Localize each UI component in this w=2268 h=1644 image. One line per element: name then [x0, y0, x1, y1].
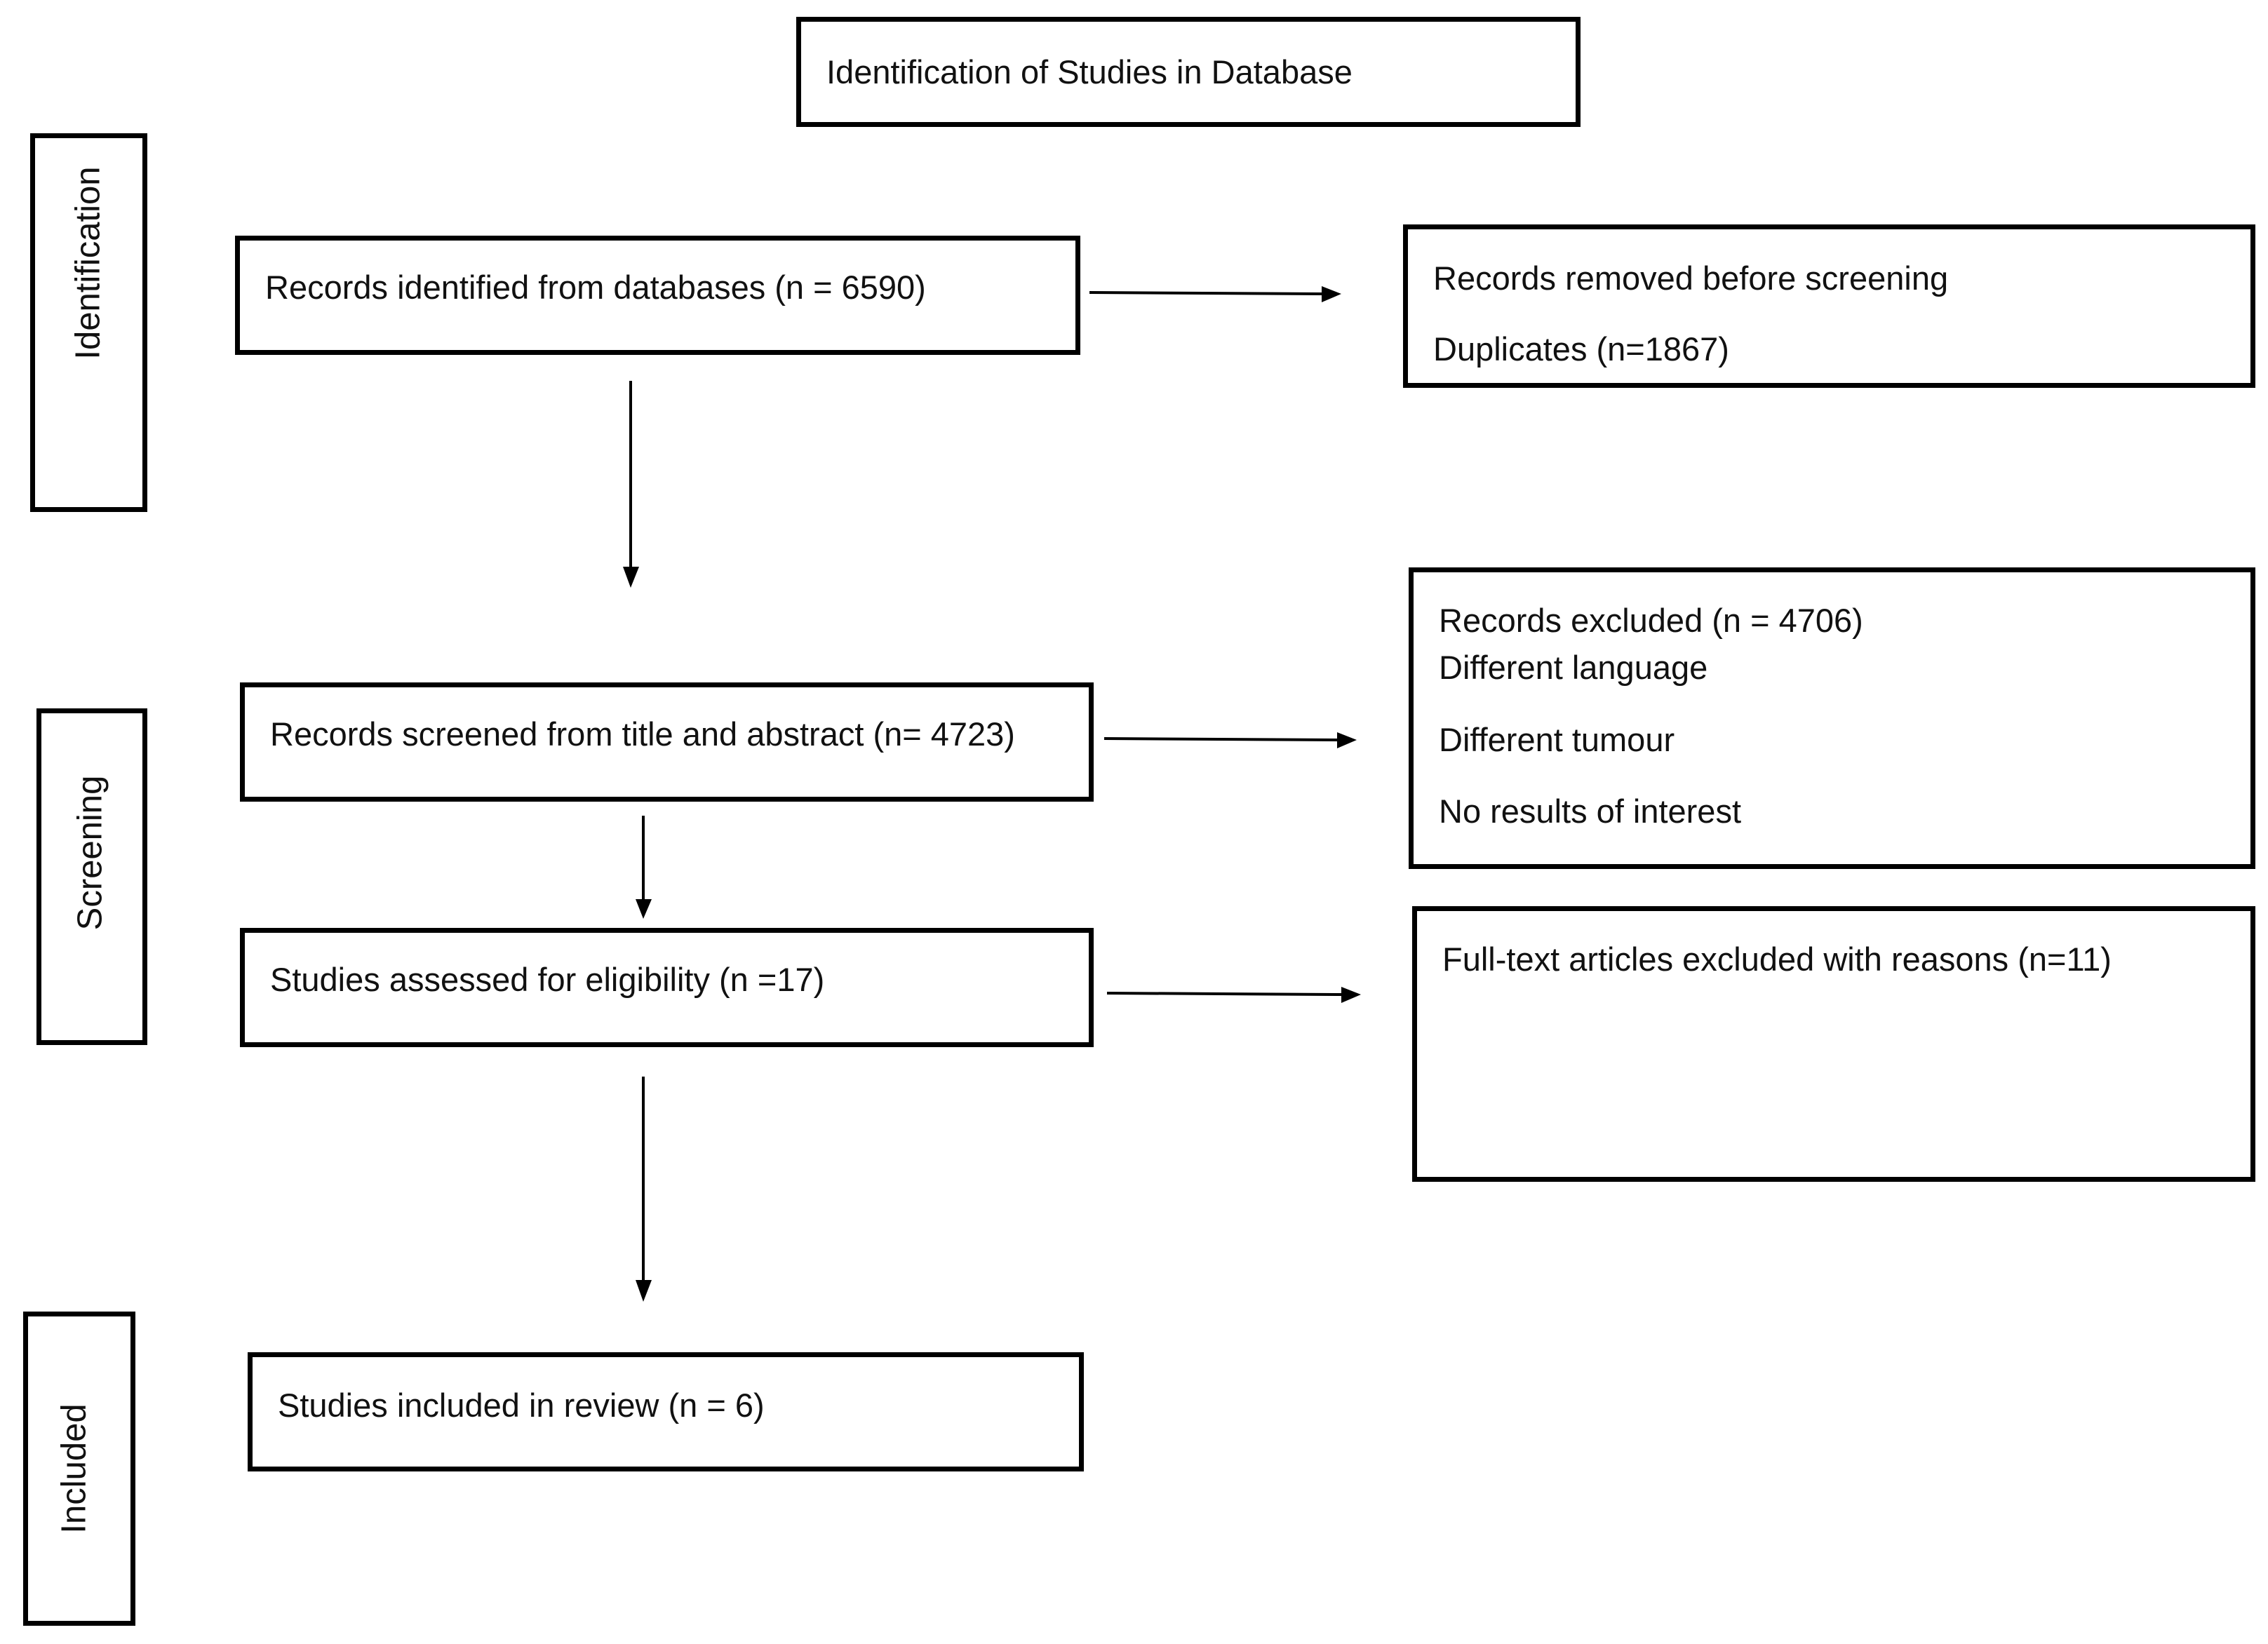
included-review-box: Studies included in review (n = 6): [248, 1352, 1084, 1471]
title-box: Identification of Studies in Database: [796, 17, 1581, 127]
arrow-identified-to-screened-head: [623, 567, 639, 588]
records-removed-box: Records removed before screening Duplica…: [1403, 224, 2255, 388]
arrow-screened-to-excluded: [1103, 737, 1339, 741]
records-screened-box: Records screened from title and abstract…: [240, 682, 1094, 802]
fulltext-excluded-text: Full-text articles excluded with reasons…: [1442, 941, 2112, 978]
records-excluded-box: Records excluded (n = 4706) Different la…: [1409, 567, 2255, 869]
page-title: Identification of Studies in Database: [826, 53, 1353, 90]
records-screened-text: Records screened from title and abstract…: [270, 715, 1015, 753]
eligibility-text: Studies assessed for eligibility (n =17): [270, 961, 825, 998]
arrow-eligibility-to-fulltext: [1106, 992, 1342, 996]
arrow-identified-to-removed-head: [1322, 286, 1341, 302]
duplicates-text: Duplicates (n=1867): [1433, 330, 1729, 368]
included-review-text: Studies included in review (n = 6): [278, 1387, 765, 1424]
arrow-eligibility-to-included-head: [636, 1280, 652, 1302]
excluded-reason-language: Different language: [1439, 649, 1708, 686]
eligibility-box: Studies assessed for eligibility (n =17): [240, 928, 1094, 1047]
phase-included-box: [23, 1312, 135, 1626]
fulltext-excluded-box: Full-text articles excluded with reasons…: [1412, 906, 2255, 1182]
records-identified-text: Records identified from databases (n = 6…: [265, 269, 926, 306]
arrow-screened-to-excluded-head: [1337, 732, 1357, 748]
arrow-identified-to-removed: [1089, 291, 1323, 295]
phase-identification-box: [30, 133, 147, 512]
arrow-screened-to-eligibility-head: [636, 899, 652, 919]
excluded-reason-tumour: Different tumour: [1439, 721, 1675, 758]
records-identified-box: Records identified from databases (n = 6…: [235, 236, 1080, 355]
records-excluded-title: Records excluded (n = 4706): [1439, 602, 1863, 639]
arrow-eligibility-to-fulltext-head: [1341, 987, 1361, 1003]
records-removed-title: Records removed before screening: [1433, 260, 1949, 297]
phase-screening-box: [36, 708, 147, 1045]
excluded-reason-no-results: No results of interest: [1439, 793, 1742, 830]
